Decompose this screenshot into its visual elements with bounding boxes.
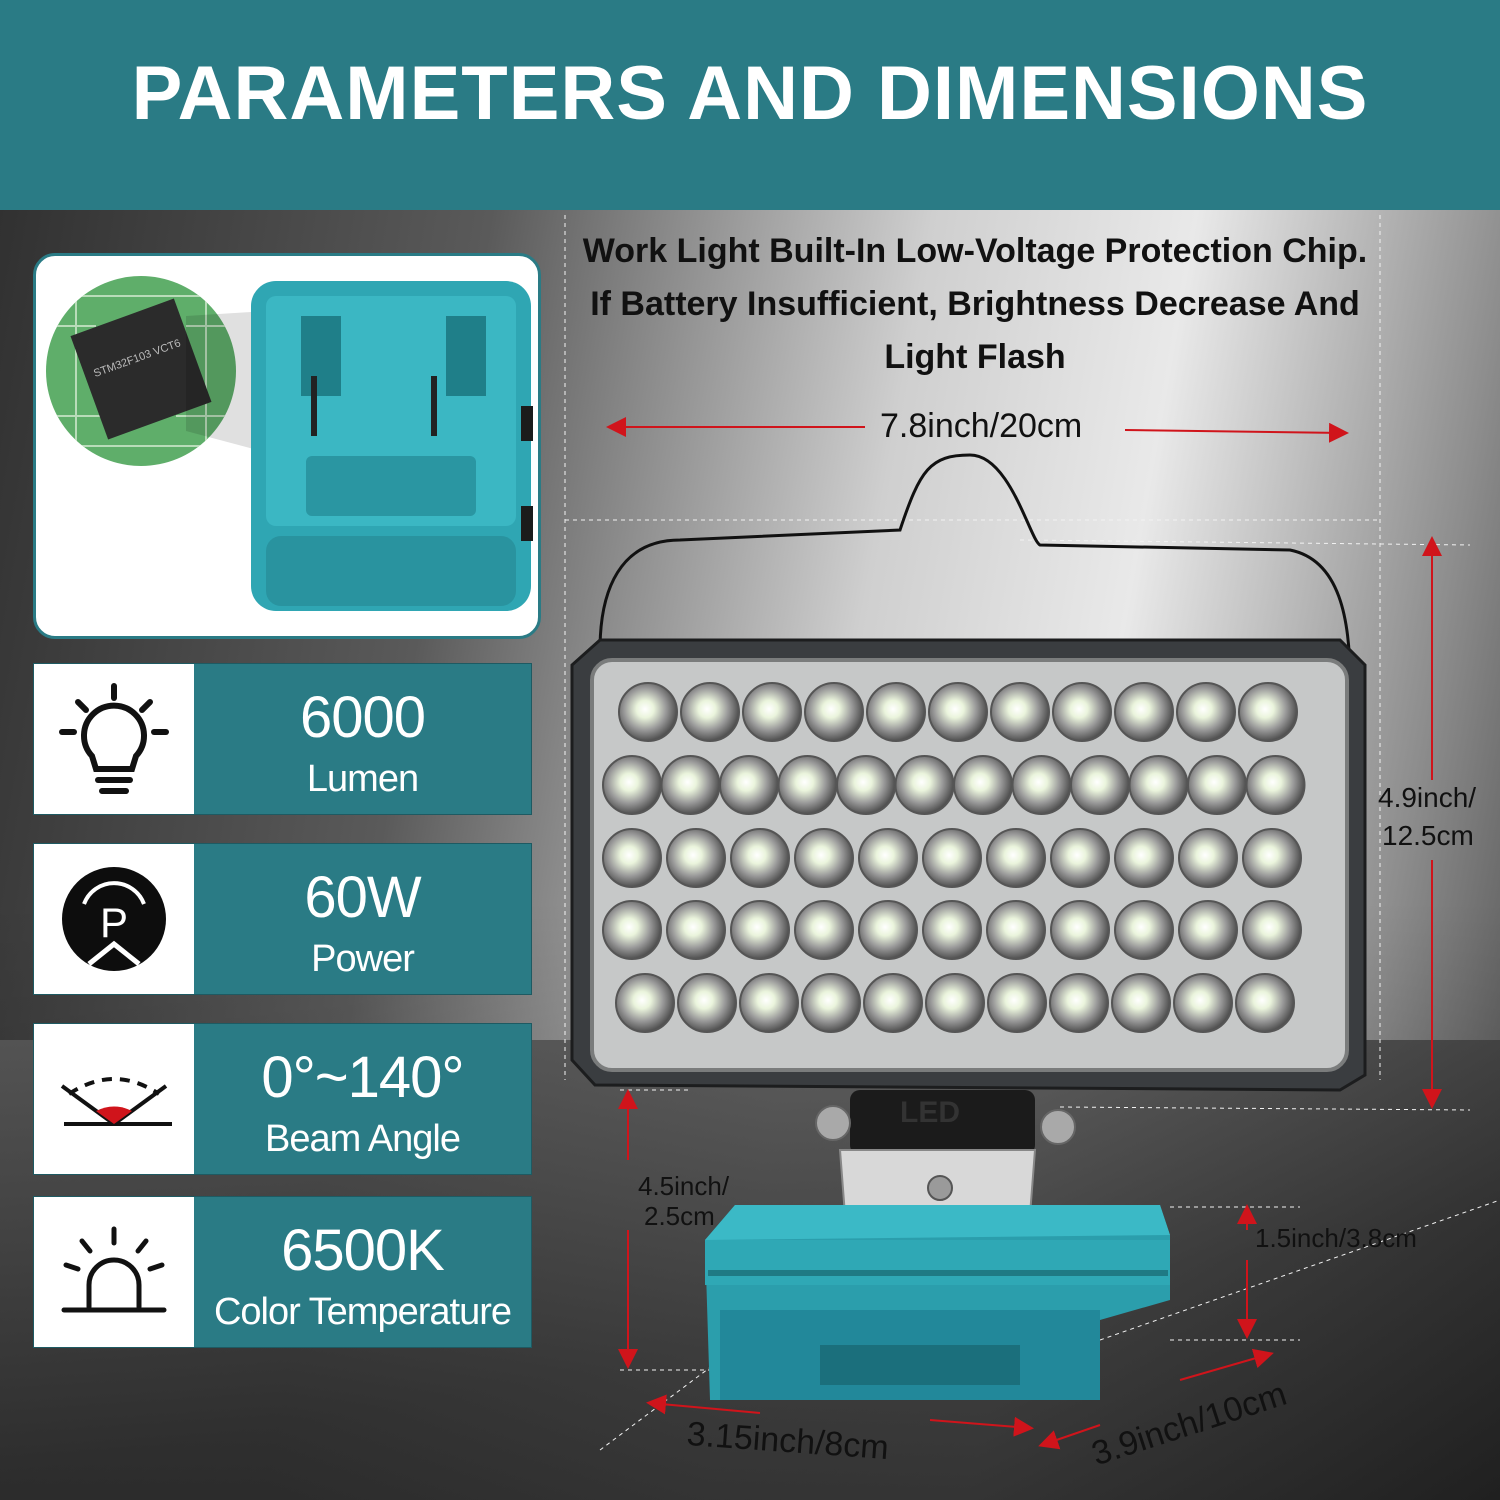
led-bulb <box>777 755 838 815</box>
led-bulb <box>1050 828 1110 888</box>
led-bulb <box>666 828 726 888</box>
led-bulb <box>615 973 675 1033</box>
led-bulb <box>677 973 737 1033</box>
light-handle <box>598 453 1352 681</box>
led-bulb <box>858 900 918 960</box>
led-bulb <box>1242 900 1302 960</box>
led-bulb <box>618 682 678 742</box>
led-bulb <box>863 973 923 1033</box>
feature-color-temperature: 6500K Color Temperature <box>33 1196 532 1348</box>
dimension-base-height: 1.5inch/3.8cm <box>1255 1223 1417 1253</box>
led-bulb <box>1238 682 1298 742</box>
page-title: PARAMETERS AND DIMENSIONS <box>131 51 1369 136</box>
feature-label: Power <box>311 938 415 980</box>
led-array <box>602 682 1306 1033</box>
dimension-height-line2: 12.5cm <box>1382 820 1474 851</box>
led-bulb <box>1245 755 1306 815</box>
chip-detail-card: STM32F103 VCT6 <box>33 253 541 639</box>
led-bulb <box>730 828 790 888</box>
led-bulb <box>953 755 1013 815</box>
led-bulb <box>894 755 955 815</box>
led-bulb <box>1173 973 1233 1033</box>
power-p-icon: P <box>62 867 166 971</box>
led-bulb <box>602 828 662 888</box>
dimension-arrows <box>606 417 1442 1450</box>
led-bulb <box>836 755 896 815</box>
led-bulb <box>922 900 982 960</box>
led-bulb <box>1052 682 1112 742</box>
led-bulb <box>804 682 864 742</box>
led-bulb <box>680 682 740 742</box>
feature-label: Beam Angle <box>265 1118 461 1160</box>
led-bulb <box>742 682 802 742</box>
dimension-width: 7.8inch/20cm <box>880 407 1083 445</box>
led-bulb <box>739 973 799 1033</box>
led-bulb <box>1187 755 1247 815</box>
led-bulb <box>794 900 854 960</box>
led-bulb <box>1114 682 1174 742</box>
led-label: LED <box>900 1096 960 1129</box>
led-bulb <box>922 828 982 888</box>
feature-beam-angle: 0°~140° Beam Angle <box>33 1023 532 1175</box>
led-bulb <box>858 828 918 888</box>
dimension-height-line1: 4.9inch/ <box>1378 782 1477 813</box>
led-bulb <box>986 900 1046 960</box>
led-bulb <box>666 900 726 960</box>
led-bulb <box>1178 828 1238 888</box>
title-banner: PARAMETERS AND DIMENSIONS <box>0 0 1500 210</box>
led-bulb <box>602 900 662 960</box>
dimension-mount-height-line1: 4.5inch/ <box>638 1171 730 1201</box>
led-bulb <box>660 755 721 815</box>
led-bulb <box>1050 900 1110 960</box>
feature-label: Lumen <box>306 758 419 800</box>
led-bulb <box>866 682 926 742</box>
feature-lumen: 6000 Lumen <box>33 663 532 815</box>
feature-value: 6000 <box>299 685 426 750</box>
chip-illustration: STM32F103 VCT6 <box>46 276 533 611</box>
feature-value: 60W <box>304 865 421 930</box>
feature-label: Color Temperature <box>213 1291 512 1333</box>
led-bulb <box>990 682 1050 742</box>
led-bulb <box>1128 755 1189 815</box>
led-bulb <box>1176 682 1236 742</box>
feature-value: 6500K <box>281 1218 445 1283</box>
protection-note: Work Light Built-In Low-Voltage Protecti… <box>582 232 1368 376</box>
battery-base <box>705 1205 1170 1400</box>
led-bulb <box>928 682 988 742</box>
led-bulb <box>719 755 779 815</box>
lightbulb-icon <box>59 683 169 794</box>
led-bulb <box>1114 828 1174 888</box>
led-bulb <box>1111 973 1171 1033</box>
led-bulb <box>801 973 861 1033</box>
led-bulb <box>1070 755 1130 815</box>
led-bulb <box>1011 755 1072 815</box>
led-bulb <box>925 973 985 1033</box>
led-bulb <box>602 755 662 815</box>
battery-adapter-image <box>251 281 533 611</box>
feature-power: P 60W Power <box>33 843 532 995</box>
led-bulb <box>1049 973 1109 1033</box>
feature-value: 0°~140° <box>261 1045 464 1110</box>
led-bulb <box>794 828 854 888</box>
led-bulb <box>987 973 1047 1033</box>
beam-angle-icon <box>60 1077 172 1126</box>
microchip-icon: STM32F103 VCT6 <box>70 298 212 440</box>
dimension-mount-height-line2: 2.5cm <box>644 1201 715 1231</box>
led-bulb <box>986 828 1046 888</box>
svg-text:P: P <box>100 899 128 946</box>
led-bulb <box>1114 900 1174 960</box>
led-bulb <box>1178 900 1238 960</box>
led-bulb <box>730 900 790 960</box>
beacon-light-icon <box>61 1226 167 1313</box>
led-bulb <box>1242 828 1302 888</box>
work-light-panel <box>570 638 1367 1092</box>
mount-bracket: LED <box>815 1090 1076 1216</box>
led-bulb <box>1235 973 1295 1033</box>
